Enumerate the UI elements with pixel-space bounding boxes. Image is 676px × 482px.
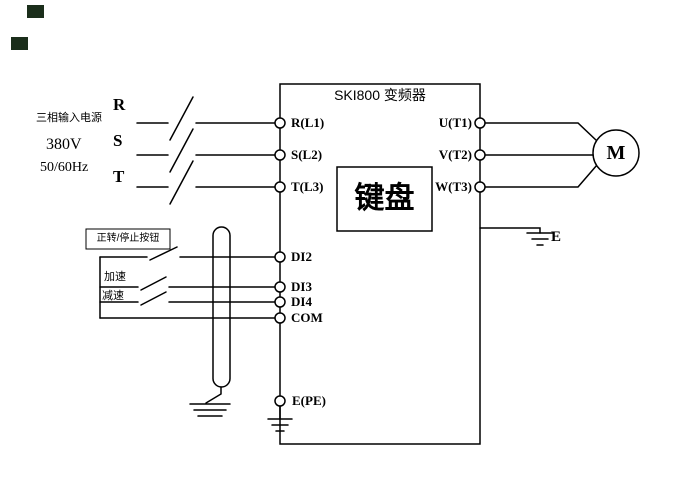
terminal-label-t-l3: T(L3) (291, 179, 324, 194)
terminal-u-t1 (474, 117, 486, 129)
power-source-frequency: 50/60Hz (40, 160, 89, 175)
terminal-label-di4: DI4 (291, 294, 312, 309)
shield-ground-symbol (189, 386, 231, 417)
terminal-label-w-t3: W(T3) (435, 179, 472, 194)
terminal-com (274, 312, 286, 324)
phase-s-wire (136, 128, 276, 173)
terminal-s-l2 (274, 149, 286, 161)
power-source-name: 三相输入电源 (36, 112, 102, 124)
switch-blade-icon (169, 96, 194, 141)
switch-blade-icon (149, 246, 178, 261)
motor-wires (484, 122, 598, 188)
terminal-r-l1 (274, 117, 286, 129)
terminal-label-r-l1: R(L1) (291, 115, 325, 130)
phase-r-wire (136, 96, 276, 141)
accelerate-label: 加速 (104, 271, 126, 283)
phase-t-label: T (113, 167, 125, 186)
decelerate-label: 减速 (102, 290, 124, 302)
terminal-label-com: COM (291, 310, 323, 325)
forward-stop-label-box (85, 228, 171, 250)
motor-circle (592, 129, 640, 177)
keypad-label: 键盘 (354, 182, 415, 215)
inverter-title: SKI800 变频器 (334, 87, 426, 103)
ground-symbol-pe (267, 405, 293, 432)
forward-stop-label: 正转/停止按钮 (96, 233, 160, 244)
terminal-label-v-t2: V(T2) (438, 147, 472, 162)
terminal-label-e-pe: E(PE) (292, 393, 326, 408)
phase-s-label: S (113, 131, 123, 150)
corner-mark-icon (11, 37, 28, 50)
shielded-cable (212, 226, 231, 388)
terminal-t-l3 (274, 181, 286, 193)
switch-blade-icon (140, 276, 167, 291)
keypad-box (336, 166, 433, 232)
inverter-box (279, 83, 481, 445)
terminal-v-t2 (474, 149, 486, 161)
terminal-di2 (274, 251, 286, 263)
terminal-label-s-l2: S(L2) (291, 147, 323, 162)
corner-mark-icon (27, 5, 44, 18)
phase-t-wire (136, 160, 276, 205)
control-wiring (99, 246, 276, 319)
terminal-e-pe (274, 395, 286, 407)
ground-e-label: E (551, 229, 562, 245)
terminal-w-t3 (474, 181, 486, 193)
motor-label: M (606, 142, 626, 164)
switch-blade-icon (169, 128, 194, 173)
switch-blade-icon (140, 291, 167, 306)
ground-symbol-e (479, 227, 554, 246)
phase-r-label: R (113, 95, 126, 114)
terminal-label-u-t1: U(T1) (438, 115, 472, 130)
terminal-label-di2: DI2 (291, 249, 312, 264)
terminal-circles (274, 117, 486, 407)
terminal-label-di3: DI3 (291, 279, 312, 294)
terminal-di3 (274, 281, 286, 293)
power-source-voltage: 380V (46, 136, 82, 153)
switch-blade-icon (169, 160, 194, 205)
terminal-di4 (274, 296, 286, 308)
